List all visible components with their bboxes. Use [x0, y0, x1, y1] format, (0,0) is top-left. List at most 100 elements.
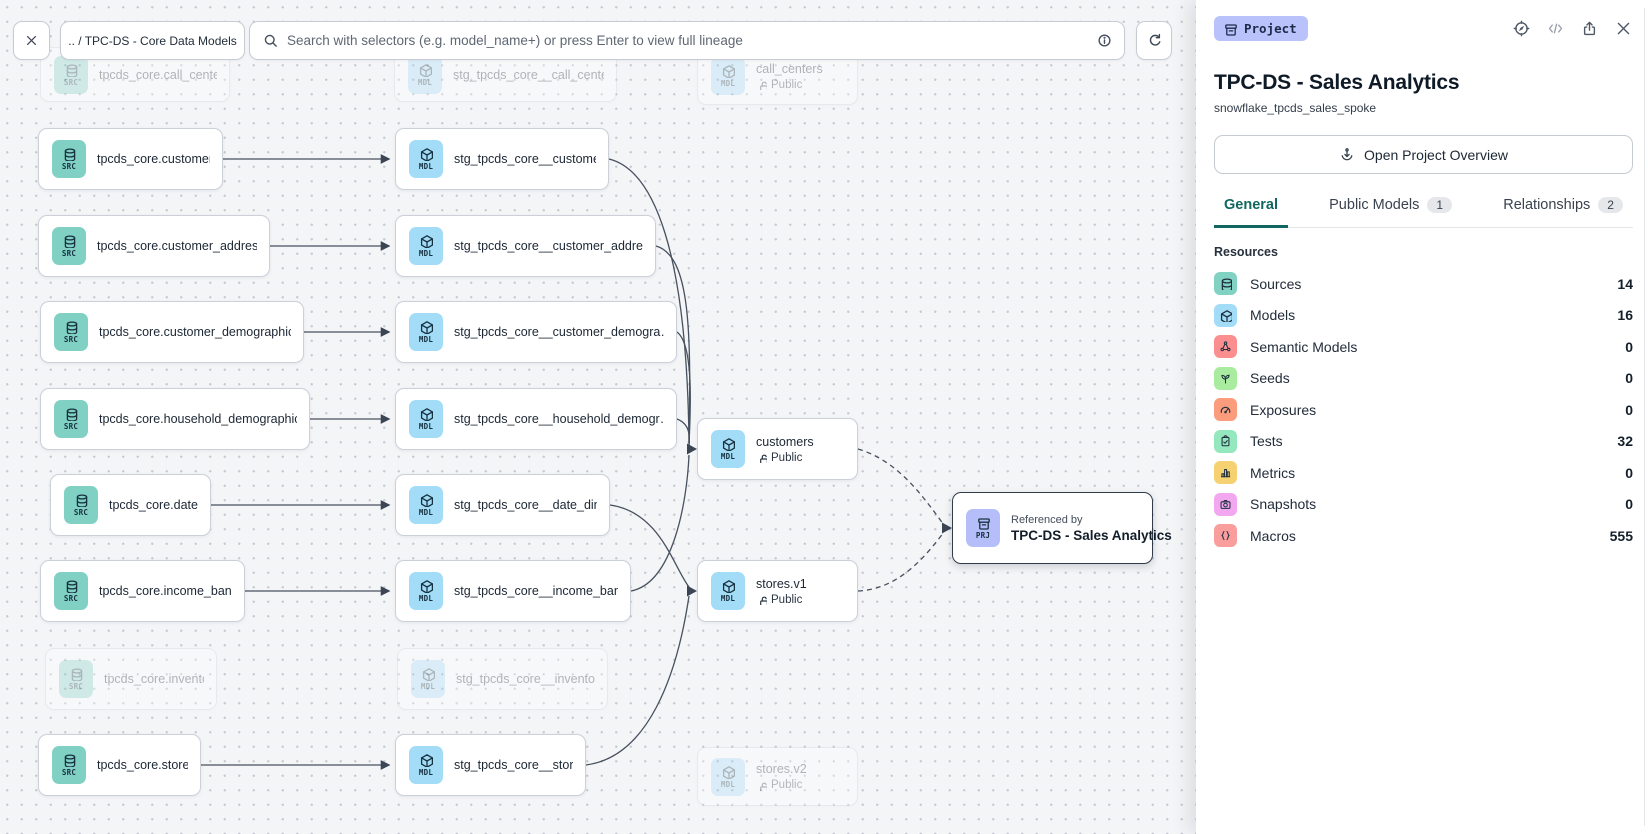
- info-icon[interactable]: [1097, 33, 1112, 48]
- graph-node-model-stg-inventory[interactable]: MDL stg_tpcds_core__inventory: [397, 648, 608, 710]
- close-lineage-button[interactable]: [13, 21, 50, 60]
- graph-node-model-stg-household-demographics[interactable]: MDL stg_tpcds_core__household_demogr…: [395, 388, 677, 450]
- project-badge: Project: [1214, 16, 1308, 41]
- resource-row-tests[interactable]: Tests 32: [1214, 426, 1633, 458]
- database-icon: SRC: [54, 313, 88, 351]
- graph-node-source-customer-address[interactable]: SRC tpcds_core.customer_address: [38, 215, 270, 277]
- resources-list: Sources 14 Models 16 Semantic Models 0 S…: [1214, 268, 1633, 552]
- view-code-button[interactable]: [1545, 19, 1565, 39]
- cube-icon: MDL: [711, 430, 745, 468]
- cube-icon: MDL: [711, 757, 745, 796]
- resource-row-semantic-models[interactable]: Semantic Models 0: [1214, 331, 1633, 363]
- resource-row-metrics[interactable]: Metrics 0: [1214, 457, 1633, 489]
- resources-heading: Resources: [1214, 245, 1278, 259]
- resource-row-exposures[interactable]: Exposures 0: [1214, 394, 1633, 426]
- close-icon: [1617, 22, 1629, 35]
- tab-count-badge: 1: [1427, 197, 1453, 213]
- lock-open-icon: [760, 81, 767, 90]
- graph-node-model-stg-store[interactable]: MDL stg_tpcds_core__store: [395, 734, 586, 796]
- cube-icon: MDL: [711, 57, 745, 95]
- resource-row-sources[interactable]: Sources 14: [1214, 268, 1633, 300]
- braces-icon: [1214, 524, 1237, 548]
- search-bar[interactable]: [249, 21, 1125, 60]
- lineage-canvas[interactable]: SRC tpcds_core.call_center SRC tpcds_cor…: [0, 0, 1196, 834]
- graph-node-model-stg-customer[interactable]: MDL stg_tpcds_core__customer: [395, 128, 609, 190]
- database-icon: SRC: [52, 140, 86, 178]
- graph-node-source-inventory[interactable]: SRC tpcds_core.inventory: [45, 648, 217, 710]
- graph-node-source-customer[interactable]: SRC tpcds_core.customer: [38, 128, 223, 190]
- bar-chart-icon: [1214, 461, 1237, 485]
- resource-row-models[interactable]: Models 16: [1214, 300, 1633, 332]
- tab-public-models[interactable]: Public Models 1: [1319, 186, 1462, 228]
- graph-node-model-stg-date-dim[interactable]: MDL stg_tpcds_core__date_dim: [395, 474, 610, 536]
- database-icon: SRC: [54, 572, 88, 610]
- graph-node-source-store[interactable]: SRC tpcds_core.store: [38, 734, 201, 796]
- lineage-toolbar: .. / TPC-DS - Core Data Models: [13, 21, 1172, 60]
- database-icon: SRC: [52, 227, 86, 265]
- resource-row-snapshots[interactable]: Snapshots 0: [1214, 489, 1633, 521]
- graph-node-public-customers[interactable]: MDL customers Public: [697, 418, 858, 480]
- panel-tabs: General Public Models 1 Relationships 2: [1214, 186, 1633, 228]
- share-button[interactable]: [1579, 19, 1599, 39]
- lineage-edges: [201, 154, 952, 770]
- clipboard-check-icon: [1214, 429, 1237, 453]
- lock-open-icon: [760, 782, 767, 791]
- camera-icon: [1214, 492, 1237, 516]
- database-icon: SRC: [59, 660, 93, 698]
- database-icon: SRC: [54, 400, 88, 438]
- database-icon: SRC: [54, 55, 88, 94]
- cube-icon: MDL: [409, 140, 443, 178]
- gauge-icon: [1214, 398, 1237, 422]
- resource-row-macros[interactable]: Macros 555: [1214, 520, 1633, 552]
- resource-row-seeds[interactable]: Seeds 0: [1214, 363, 1633, 395]
- cube-icon: MDL: [409, 746, 443, 784]
- page-title: TPC-DS - Sales Analytics: [1214, 71, 1460, 94]
- database-icon: SRC: [52, 746, 86, 784]
- cube-icon: MDL: [411, 660, 445, 698]
- cube-icon: MDL: [409, 400, 443, 438]
- tab-general[interactable]: General: [1214, 186, 1288, 228]
- open-project-overview-button[interactable]: Open Project Overview: [1214, 135, 1633, 174]
- lock-open-icon: [760, 596, 767, 605]
- search-input[interactable]: [287, 33, 1088, 48]
- graph-node-source-income-band[interactable]: SRC tpcds_core.income_band: [40, 560, 245, 622]
- cube-icon: MDL: [409, 486, 443, 524]
- tab-relationships[interactable]: Relationships 2: [1493, 186, 1633, 228]
- graph-node-source-household-demographics[interactable]: SRC tpcds_core.household_demographics: [40, 388, 310, 450]
- tab-count-badge: 2: [1598, 197, 1623, 213]
- project-overview-icon: [1341, 147, 1353, 160]
- cube-icon: MDL: [408, 55, 442, 94]
- graph-node-public-stores-v2[interactable]: MDL stores.v2 Public: [697, 747, 858, 806]
- seedling-icon: [1214, 366, 1237, 390]
- semantic-graph-icon: [1214, 335, 1237, 359]
- compass-icon: [1513, 20, 1529, 37]
- cube-icon: MDL: [711, 572, 745, 610]
- cube-icon: MDL: [409, 227, 443, 265]
- lineage-compass-button[interactable]: [1511, 19, 1531, 39]
- graph-node-model-stg-customer-demographics[interactable]: MDL stg_tpcds_core__customer_demogra…: [395, 301, 677, 363]
- refresh-icon: [1149, 33, 1160, 46]
- cube-icon: MDL: [409, 313, 443, 351]
- refresh-lineage-button[interactable]: [1136, 21, 1172, 60]
- graph-node-source-date-dim[interactable]: SRC tpcds_core.date_dim: [50, 474, 211, 536]
- project-schema-subtitle: snowflake_tpcds_sales_spoke: [1214, 101, 1377, 115]
- breadcrumb[interactable]: .. / TPC-DS - Core Data Models: [60, 21, 245, 60]
- code-icon: [1548, 23, 1562, 34]
- graph-node-referencing-project[interactable]: PRJ Referenced by TPC-DS - Sales Analyti…: [952, 492, 1172, 564]
- graph-node-model-stg-customer-address[interactable]: MDL stg_tpcds_core__customer_address: [395, 215, 656, 277]
- project-box-icon: [1225, 23, 1237, 36]
- cube-icon: MDL: [409, 572, 443, 610]
- lock-open-icon: [760, 454, 767, 463]
- database-icon: [1214, 272, 1237, 296]
- close-icon: [26, 35, 37, 46]
- graph-node-public-stores-v1[interactable]: MDL stores.v1 Public: [697, 560, 858, 622]
- close-panel-button[interactable]: [1613, 19, 1633, 39]
- project-box-icon: PRJ: [966, 509, 1000, 547]
- share-icon: [1583, 21, 1595, 36]
- graph-node-source-customer-demographics[interactable]: SRC tpcds_core.customer_demographics: [40, 301, 304, 363]
- project-details-panel: Project: [1196, 0, 1648, 834]
- search-icon: [264, 34, 277, 47]
- database-icon: SRC: [64, 486, 98, 524]
- graph-node-model-stg-income-band[interactable]: MDL stg_tpcds_core__income_band: [395, 560, 631, 622]
